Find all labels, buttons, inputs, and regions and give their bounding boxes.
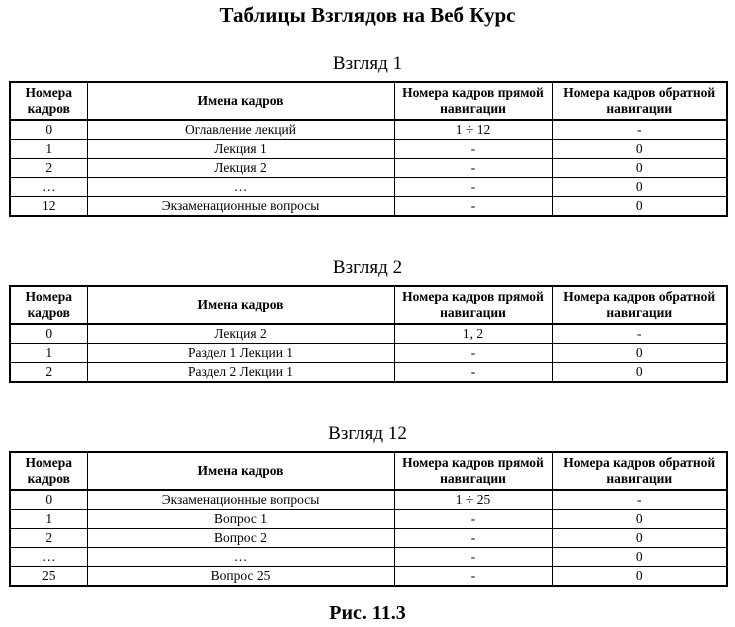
table-cell: 0	[551, 158, 728, 178]
table-cell: Вопрос 1	[86, 509, 395, 529]
table-cell: 2	[9, 158, 88, 178]
table-cell: …	[9, 547, 88, 567]
table-cell: -	[393, 509, 553, 529]
table-cell: Раздел 2 Лекции 1	[86, 362, 395, 383]
column-header: Номера кадров обратной навигации	[551, 81, 728, 121]
table-cell: Лекция 2	[86, 323, 395, 344]
table-cell: 0	[551, 566, 728, 587]
column-header: Номера кадров	[9, 451, 88, 491]
column-header: Имена кадров	[86, 451, 395, 491]
table-cell: 0	[551, 139, 728, 159]
column-header: Номера кадров прямой навигации	[393, 451, 553, 491]
view-heading-1: Взгляд 1	[332, 53, 403, 74]
table-cell: 0	[551, 343, 728, 363]
table-cell: 1	[9, 343, 88, 363]
table-cell: 2	[9, 362, 88, 383]
table-cell: 0	[9, 119, 88, 140]
table-cell: 1 ÷ 25	[393, 489, 553, 510]
table-cell: 0	[551, 362, 728, 383]
table-cell: Лекция 2	[86, 158, 395, 178]
view-heading-2: Взгляд 2	[332, 257, 403, 278]
table-cell: -	[393, 343, 553, 363]
table-cell: Раздел 1 Лекции 1	[86, 343, 395, 363]
table-cell: 1 ÷ 12	[393, 119, 553, 140]
table-cell: 0	[9, 489, 88, 510]
column-header: Номера кадров	[9, 81, 88, 121]
column-header: Имена кадров	[86, 81, 395, 121]
table-cell: -	[393, 158, 553, 178]
table-cell: 2	[9, 528, 88, 548]
column-header: Номера кадров обратной навигации	[551, 451, 728, 491]
table-cell: 12	[9, 196, 88, 217]
table-cell: 0	[9, 323, 88, 344]
table-cell: -	[393, 547, 553, 567]
table-cell: 1, 2	[393, 323, 553, 344]
table-row: ……-0	[9, 177, 728, 197]
table-cell: Экзаменационные вопросы	[86, 489, 395, 510]
view-heading-12: Взгляд 12	[328, 423, 407, 444]
table-cell: 0	[551, 196, 728, 217]
table-cell: -	[393, 196, 553, 217]
table-cell: -	[551, 119, 728, 140]
table-cell: 0	[551, 177, 728, 197]
page-title: Таблицы Взглядов на Веб Курс	[219, 3, 516, 27]
table-cell: -	[393, 362, 553, 383]
table-cell: Экзаменационные вопросы	[86, 196, 395, 217]
column-header: Номера кадров	[9, 285, 88, 325]
table-cell: Вопрос 2	[86, 528, 395, 548]
column-header: Номера кадров прямой навигации	[393, 285, 553, 325]
table-cell: Лекция 1	[86, 139, 395, 159]
table-cell: -	[393, 528, 553, 548]
table-cell: …	[86, 177, 395, 197]
table-cell: -	[393, 566, 553, 587]
table-cell: -	[393, 139, 553, 159]
table-row: ……-0	[9, 547, 728, 567]
column-header: Имена кадров	[86, 285, 395, 325]
table-cell: -	[551, 489, 728, 510]
table-cell: 0	[551, 547, 728, 567]
table-cell: 0	[551, 509, 728, 529]
column-header: Номера кадров обратной навигации	[551, 285, 728, 325]
table-cell: Вопрос 25	[86, 566, 395, 587]
table-cell: …	[86, 547, 395, 567]
column-header: Номера кадров прямой навигации	[393, 81, 553, 121]
table-cell: -	[393, 177, 553, 197]
figure-caption: Рис. 11.3	[329, 602, 406, 624]
table-cell: 0	[551, 528, 728, 548]
table-cell: -	[551, 323, 728, 344]
table-cell: …	[9, 177, 88, 197]
table-cell: 25	[9, 566, 88, 587]
table-cell: 1	[9, 139, 88, 159]
table-cell: Оглавление лекций	[86, 119, 395, 140]
table-cell: 1	[9, 509, 88, 529]
